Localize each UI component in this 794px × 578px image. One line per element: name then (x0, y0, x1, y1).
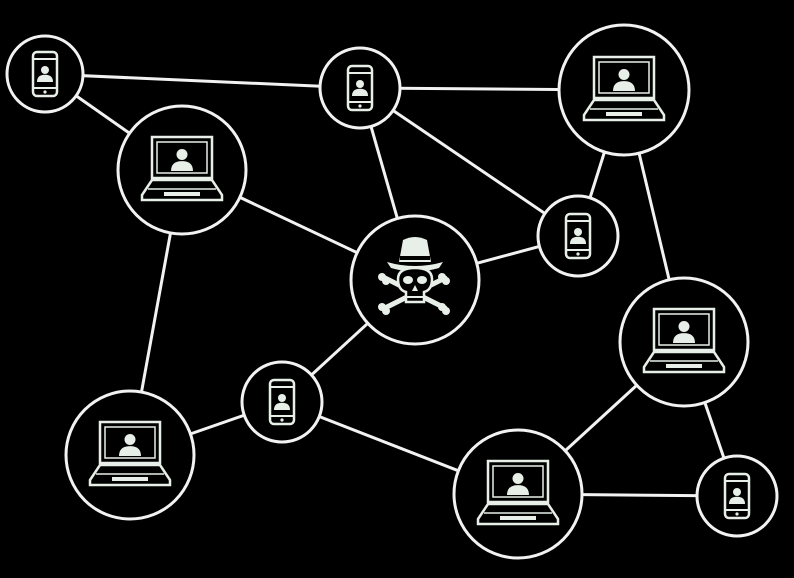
node-laptop (64, 389, 196, 521)
node-laptop (618, 276, 750, 408)
phone-icon (564, 212, 592, 260)
user-body (570, 236, 586, 244)
user-head (41, 66, 49, 74)
node-laptop (116, 104, 248, 236)
user-body (37, 74, 53, 82)
node-phone (695, 454, 779, 538)
user-body (352, 88, 368, 96)
phone-icon (31, 50, 59, 98)
user-body (613, 81, 635, 91)
node-laptop (557, 23, 691, 157)
user-head (733, 488, 741, 496)
user-head (618, 69, 630, 80)
hacker-skull-icon (378, 237, 450, 315)
laptop-icon (476, 459, 560, 526)
node-hacker-skull (349, 214, 481, 346)
user-head (678, 321, 690, 332)
user-head (574, 228, 582, 236)
laptop-icon (88, 420, 172, 487)
node-phone (536, 194, 620, 278)
user-head (278, 394, 286, 402)
edge-n3-n5 (359, 86, 579, 238)
user-body (729, 496, 745, 504)
node-phone (318, 46, 402, 130)
edge-n1-n3 (44, 72, 361, 90)
nodes (5, 23, 779, 560)
user-head (356, 80, 364, 88)
user-body (171, 161, 193, 171)
node-phone (240, 360, 324, 444)
user-body (119, 446, 141, 456)
user-body (274, 402, 290, 410)
laptop-icon (642, 307, 726, 374)
phone-icon (723, 472, 751, 520)
user-head (124, 434, 136, 445)
user-body (507, 485, 529, 495)
user-head (512, 473, 524, 484)
user-body (673, 333, 695, 343)
node-phone (5, 34, 85, 114)
user-head (176, 149, 188, 160)
phone-icon (268, 378, 296, 426)
node-laptop (452, 428, 584, 560)
laptop-icon (140, 135, 224, 202)
hat-icon (399, 237, 431, 262)
phone-icon (346, 64, 374, 112)
laptop-icon (582, 55, 666, 122)
